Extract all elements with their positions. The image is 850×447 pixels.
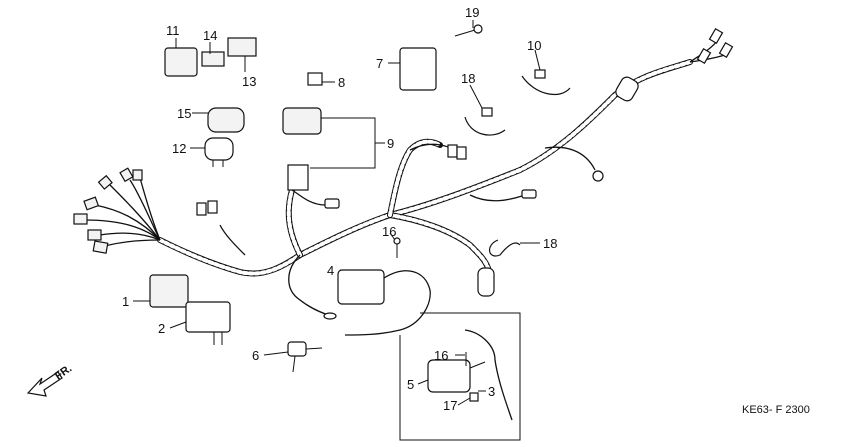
callout-6: 6 xyxy=(252,348,259,363)
callout-7: 7 xyxy=(376,56,383,71)
part-10-clamp xyxy=(521,69,571,96)
callout-3: 3 xyxy=(488,384,495,399)
part-11-relay xyxy=(164,38,198,77)
callout-18-lower: 18 xyxy=(543,236,557,251)
part-9-fuse-box xyxy=(282,107,322,191)
callout-5: 5 xyxy=(407,377,414,392)
callout-15: 15 xyxy=(177,106,191,121)
callout-11: 11 xyxy=(166,23,180,38)
callout-19: 19 xyxy=(465,5,479,20)
part-16-bolt-upper xyxy=(393,237,401,258)
callout-13: 13 xyxy=(242,74,256,89)
part-8-connector xyxy=(307,72,323,86)
callout-14: 14 xyxy=(203,28,217,43)
callout-1: 1 xyxy=(122,294,129,309)
inset-option-box xyxy=(399,312,521,441)
callout-8: 8 xyxy=(338,75,345,90)
callout-4: 4 xyxy=(327,263,334,278)
callout-16-lower: 16 xyxy=(434,348,448,363)
main-wire-harness xyxy=(157,59,693,277)
part-1-relay xyxy=(149,274,189,308)
callout-10: 10 xyxy=(527,38,541,53)
callout-2: 2 xyxy=(158,321,165,336)
front-direction-arrow: FR. xyxy=(26,362,74,397)
part-7-regulator xyxy=(399,47,437,91)
callout-17: 17 xyxy=(443,398,457,413)
part-6-spark-plug-cap xyxy=(287,341,323,373)
part-4-ignition-coil xyxy=(337,269,431,336)
harness-connectors xyxy=(196,27,734,320)
left-connector-bundle xyxy=(73,167,161,254)
part-15-sleeve xyxy=(207,107,245,133)
part-2-cdi-unit xyxy=(185,301,231,345)
part-18-clamp-upper xyxy=(464,107,506,136)
part-14-connector xyxy=(201,51,225,67)
part-19-bolt xyxy=(454,24,483,37)
callout-18-upper: 18 xyxy=(461,71,475,86)
callout-labels: 11 14 13 15 12 8 9 7 19 10 18 18 16 4 1 … xyxy=(122,5,557,413)
part-13-connector xyxy=(227,37,257,57)
diagram-code: KE63- F 2300 xyxy=(742,404,810,416)
callout-leaders xyxy=(133,20,541,406)
callout-16-upper: 16 xyxy=(382,224,396,239)
callout-12: 12 xyxy=(172,141,186,156)
callout-9: 9 xyxy=(387,136,394,151)
part-18-clamp-lower xyxy=(489,239,521,257)
part-12-relay xyxy=(204,137,234,167)
